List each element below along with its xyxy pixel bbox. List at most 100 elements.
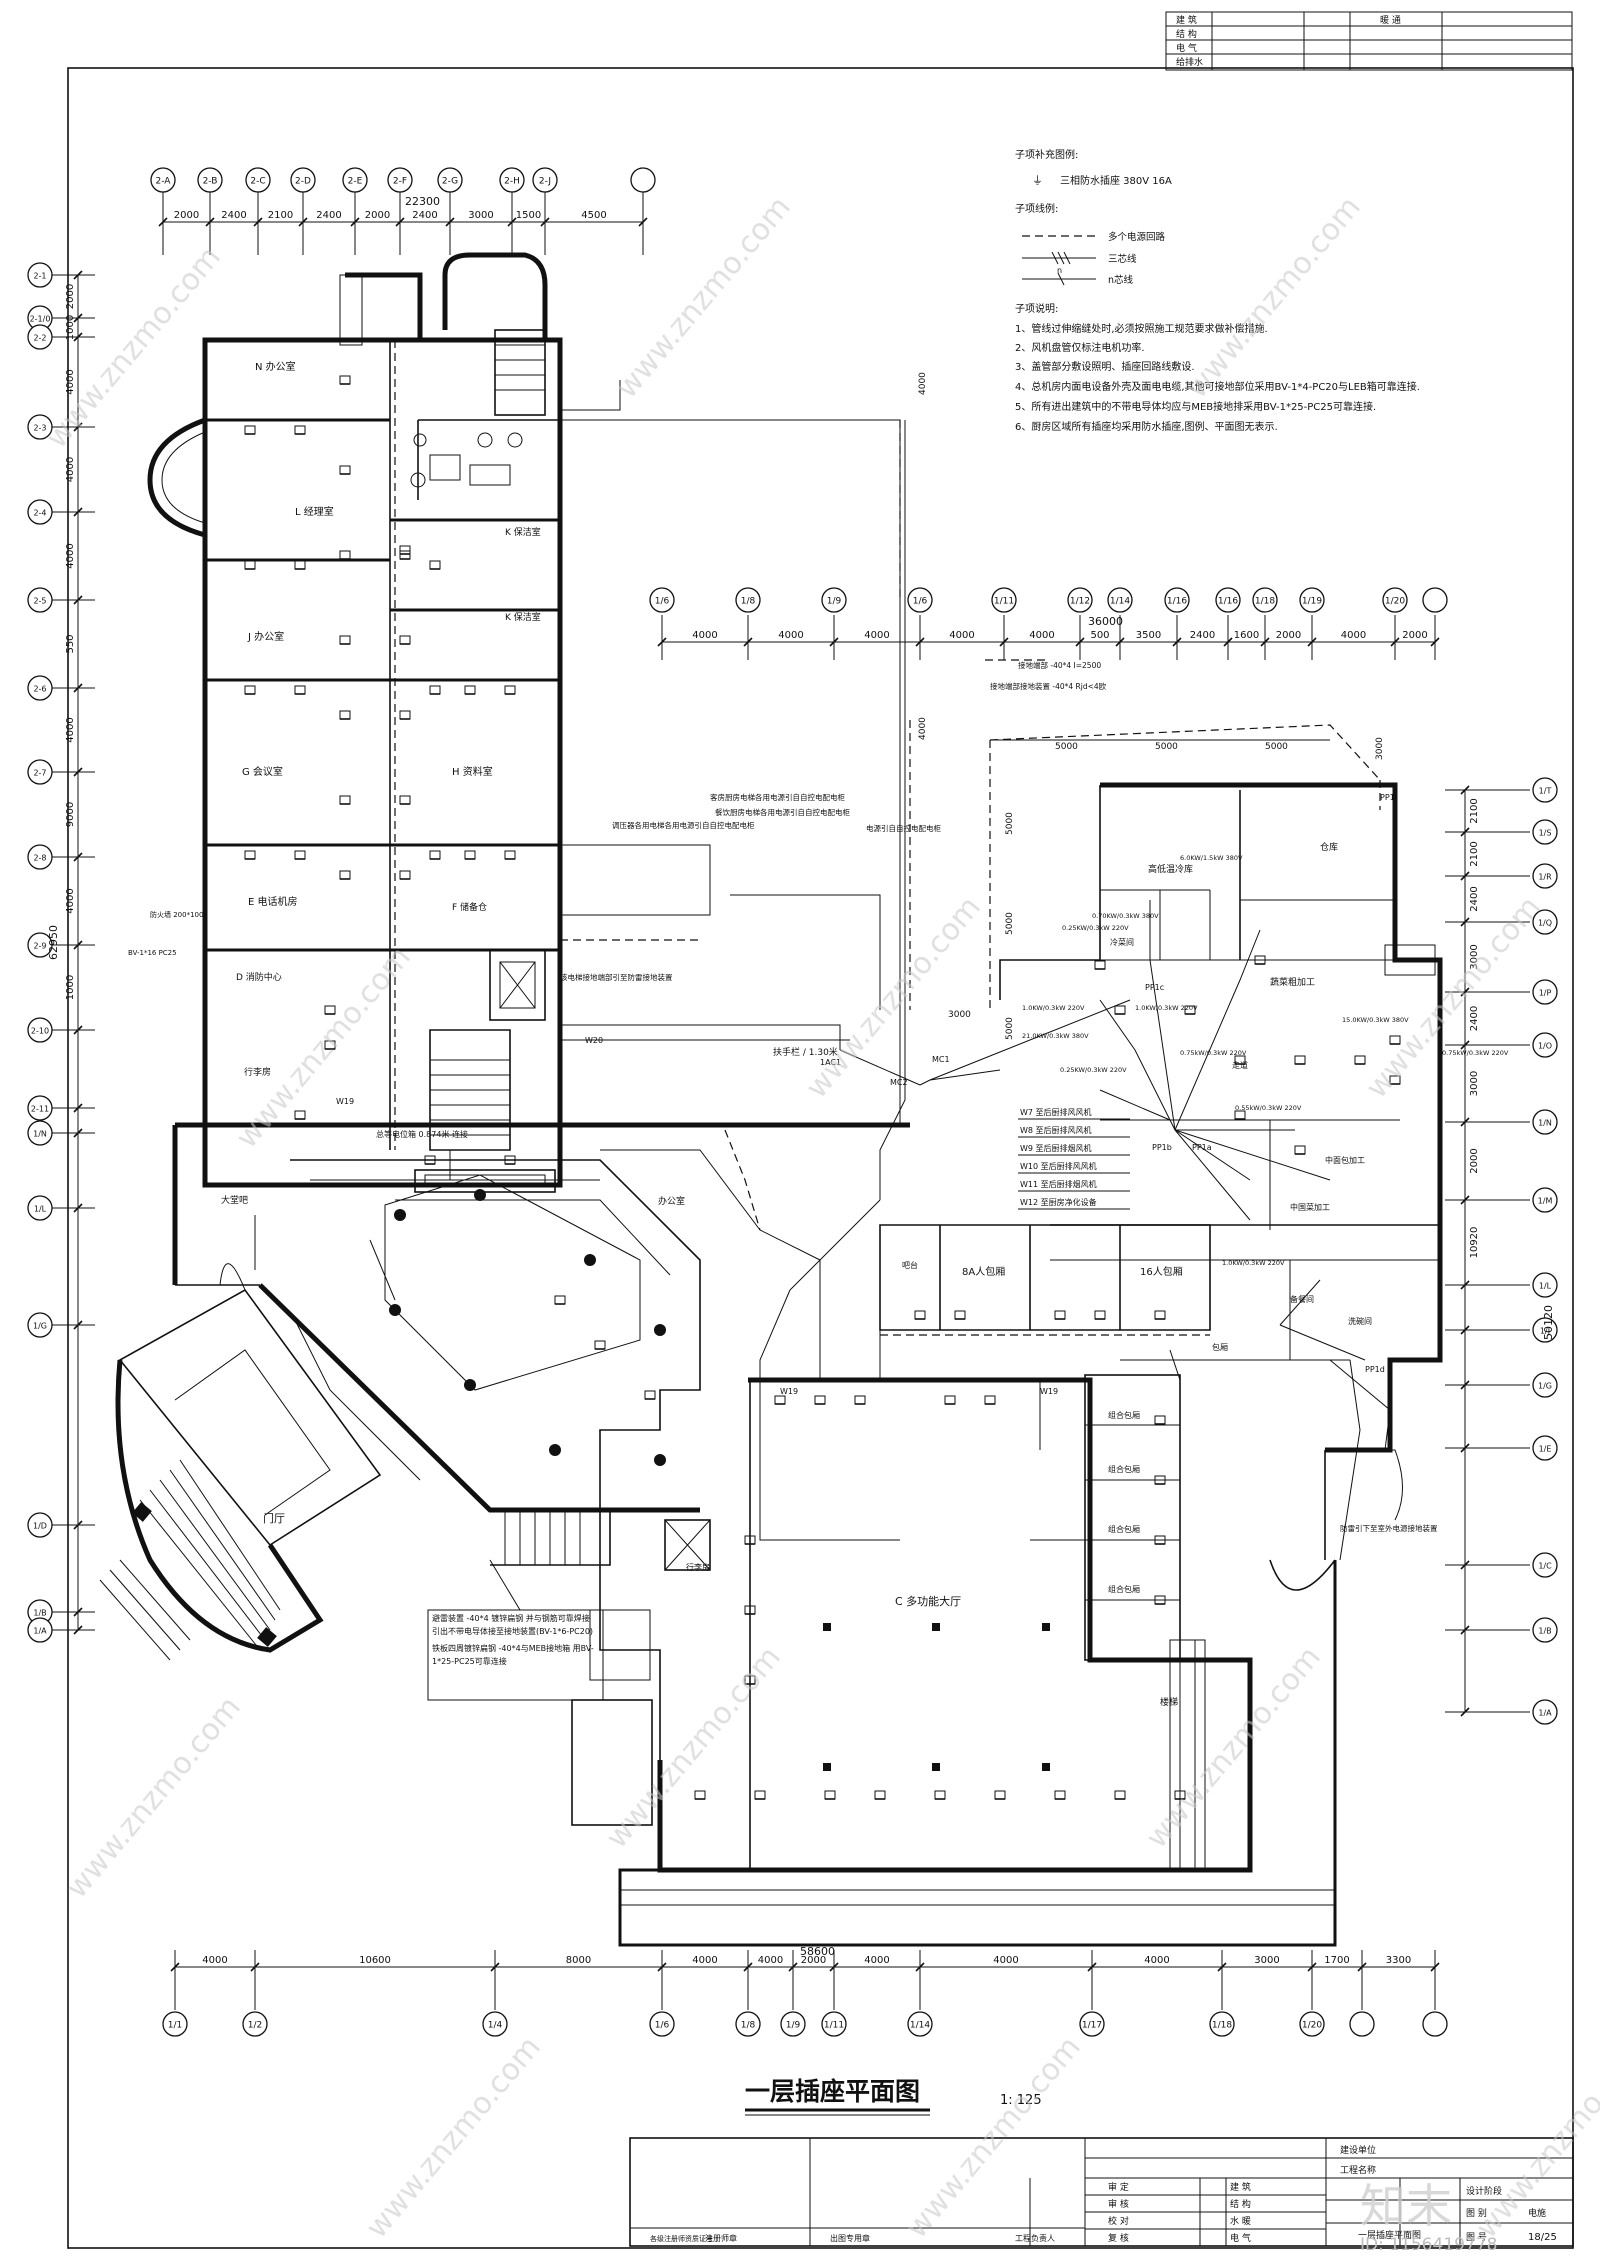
grid-bubble-label: 1/O	[1538, 1042, 1552, 1051]
grid-bubble-label: 1/9	[827, 597, 842, 607]
dim-total-bottom: 58600	[800, 1945, 835, 1958]
room-pastry: 中面包加工	[1325, 1155, 1365, 1165]
tb-top-r0-right: 暖 通	[1380, 14, 1401, 26]
grid-bubble-label: 1/6	[655, 2021, 670, 2031]
grid-bubble	[27, 262, 53, 288]
note-5: 5、所有进出建筑中的不带电导体均应与MEB接地排采用BV-1*25-PC25可靠…	[1015, 400, 1376, 413]
grid-bubble-label: 2-G	[442, 177, 458, 187]
grid-bubble	[649, 587, 675, 613]
tb-stamp-left: 注册师章	[705, 2233, 737, 2243]
grid-bubble	[649, 2011, 675, 2037]
room-vip-4: 组合包厢	[1108, 1584, 1140, 1594]
drawing-title: 一层插座平面图	[745, 2077, 920, 2106]
grid-span-label: 500	[1090, 630, 1109, 641]
grid-span-label: 3000	[468, 210, 493, 221]
grid-bubble	[27, 759, 53, 785]
titleblock-bottom: 审 定 审 核 校 对 复 核 工程负责人 建 筑 结 构 水 暖 电 气 建设…	[629, 2137, 1574, 2247]
legend-line-title: 子项线例:	[1015, 202, 1058, 215]
socket-icon	[754, 1790, 766, 1800]
room-corridor: 走道	[1232, 1060, 1248, 1070]
grid-span-label: 2400	[412, 210, 437, 221]
grid-bubble-label: 2-11	[31, 1105, 49, 1114]
kitchen-load-labels: 6.0KW/1.5kW 380V 0.25KW/0.3kW 220V 0.70K…	[1022, 854, 1509, 1267]
room-bar: 吧台	[902, 1260, 918, 1270]
room-f: F 储备仓	[452, 901, 487, 913]
annotation-a7: 接地端部接地装置 -40*4 Rjd<4欧	[990, 681, 1107, 691]
grid-bubble	[1532, 1317, 1558, 1343]
watermark-site-5: www.znzmo.com	[799, 890, 988, 1105]
grid-bubble	[1164, 587, 1190, 613]
panel-labels: PP1 PP1a PP1b PP1c PP1d 1AC1 MC1 MC2 W19…	[336, 793, 1395, 1396]
grid-bubble	[907, 587, 933, 613]
grid-bubble	[1067, 587, 1093, 613]
socket-icon	[339, 635, 351, 645]
socket-icon	[244, 560, 256, 570]
legend-n-mark: n	[1057, 266, 1062, 275]
lobby-block	[99, 1122, 910, 1826]
grid-bubble-label: 1/C	[1538, 1562, 1552, 1571]
grid-span-label: 2000	[801, 1955, 826, 1966]
grid-bubble	[27, 1095, 53, 1121]
panel-mc1: MC1	[932, 1055, 950, 1064]
grid-bubble-label: 1/12	[1070, 597, 1090, 607]
socket-icon	[554, 1295, 566, 1305]
grid-bubble-label: 1/R	[1538, 873, 1552, 882]
grid-span-label: 2400	[1469, 886, 1480, 911]
grid-bubble-label: 1/D	[33, 1522, 47, 1531]
note-6: 6、厨房区域所有插座均采用防水插座,图例、平面图无表示.	[1015, 420, 1278, 433]
annotations: 调压器各用电梯各用电源引自自控电配电柜 餐饮厨房电梯各用电源引自自控电配电柜 客…	[128, 660, 1438, 1533]
note-4: 4、总机房内面电设备外壳及面电电缆,其他可接地部位采用BV-1*4-PC20与L…	[1015, 380, 1420, 393]
grid-bubble	[242, 2011, 268, 2037]
grid-bubble-label: 1/N	[33, 1130, 47, 1139]
grid-bubble	[27, 844, 53, 870]
socket-icon	[1094, 1310, 1106, 1320]
grid-bubble	[532, 167, 558, 193]
room-luggage: 行李房	[244, 1066, 271, 1078]
load-11: 15.0KW/0.3kW 380V	[1342, 1016, 1409, 1024]
grid-span-label: 10600	[359, 1955, 391, 1966]
grid-span-label: 4000	[864, 630, 889, 641]
socket-icon	[954, 1310, 966, 1320]
socket-icon	[399, 545, 411, 555]
grid-bubble-label: 1/9	[786, 2021, 801, 2031]
room-main-kitchen: 中国菜加工	[1290, 1202, 1330, 1212]
load-9: 0.75kW/0.3kW 220V	[1180, 1049, 1247, 1057]
panel-pp1b: PP1b	[1152, 1143, 1172, 1152]
load-3: 1.0KW/0.3kW 220V	[1022, 1004, 1085, 1012]
load-0: 6.0KW/1.5kW 380V	[1180, 854, 1243, 862]
grid-span-label: 8000	[566, 1955, 591, 1966]
legend-line-0: 多个电源回路	[1108, 231, 1166, 243]
exit-sign-1: W19	[336, 1097, 354, 1106]
watermark-site-7: www.znzmo.com	[59, 1690, 248, 1905]
room-d: D 消防中心	[236, 971, 282, 983]
inner-dim-6: 5000	[1005, 812, 1015, 835]
grid-bubble	[387, 167, 413, 193]
grid-span-label: 4000	[949, 630, 974, 641]
grid-bubble-label: 1/1	[168, 2021, 182, 2031]
socket-icon	[914, 1310, 926, 1320]
socket-icon	[294, 1110, 306, 1120]
note-3: 3、盖管部分敷设照明、插座回路线敷设.	[1015, 360, 1195, 373]
grid-bubble	[27, 1312, 53, 1338]
grid-bubble	[437, 167, 463, 193]
grid-bubble-label: 1/16	[1218, 597, 1238, 607]
grid-span-label: 4000	[1341, 630, 1366, 641]
tb-sheet-name: 一层插座平面图	[1358, 2229, 1421, 2241]
room-j: J 办公室	[247, 630, 284, 643]
room-big-hall: 大堂吧	[221, 1194, 248, 1206]
grid-bubble-label: 2-3	[33, 424, 46, 433]
inner-dim-8: 5000	[1005, 1017, 1015, 1040]
grid-bubble-label: 1/6	[913, 597, 928, 607]
watermark-site-8: www.znzmo.com	[599, 1640, 788, 1855]
grid-span-label: 1000	[65, 315, 76, 340]
watermark-id: ID: 1156419778	[1360, 2235, 1497, 2255]
grid-bubble-label: 1/14	[910, 2021, 930, 2031]
grid-bubble-label: 1/2	[248, 2021, 262, 2031]
grid-span-label: 4000	[65, 457, 76, 482]
load-5: 1.0KW/0.3kW 220V	[1135, 1004, 1198, 1012]
grid-span-label: 1000	[65, 975, 76, 1000]
grid-right: 1/T1/S1/R1/Q1/P1/O1/N1/M1/L1/J1/G1/E1/C1…	[1445, 777, 1558, 1725]
grid-bubble-label: 2-1/0	[30, 315, 51, 324]
